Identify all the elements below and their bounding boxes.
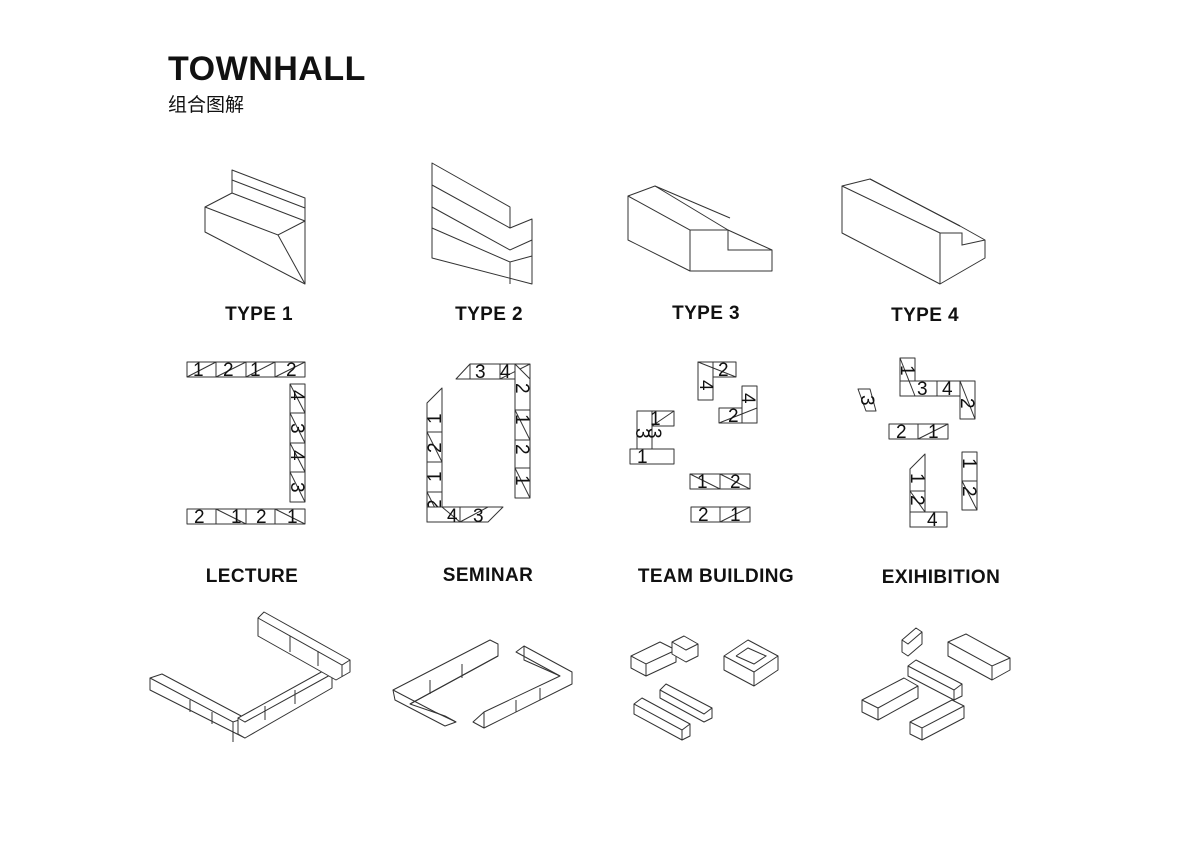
seminar-right-3: 2 (511, 444, 532, 455)
seminar-label: SEMINAR (442, 565, 534, 586)
team-e-2: 1 (730, 505, 741, 526)
lecture-bottom-3: 2 (256, 507, 267, 528)
exhibition-a-2: 3 (917, 379, 928, 400)
exhibition-d-1: 1 (906, 473, 927, 484)
team-b-2: 2 (728, 406, 739, 427)
team-c-2: 3 (631, 428, 652, 439)
team-c-3: 3 (643, 428, 664, 439)
lecture-top-1: 1 (193, 360, 204, 381)
seminar-right-2: 1 (511, 414, 532, 425)
team-e-1: 2 (698, 505, 709, 526)
exhibition-axon (861, 627, 1011, 741)
seminar-left-4: 2 (425, 499, 446, 510)
exhibition-a-1: 1 (896, 365, 917, 376)
type-1-label: TYPE 1 (225, 304, 293, 325)
type-3-label: TYPE 3 (672, 303, 740, 324)
team-a-2: 4 (695, 380, 716, 391)
exhibition-c-1: 2 (896, 422, 907, 443)
exhibition-d-3: 4 (927, 510, 938, 531)
page-title: TOWNHALL (168, 50, 366, 88)
seminar-top-1: 3 (475, 362, 486, 383)
lecture-bottom-4: 1 (287, 507, 298, 528)
team-building-plan: 2 4 4 2 1 3 3 1 1 2 2 1 (629, 360, 758, 526)
lecture-top-4: 2 (286, 360, 297, 381)
lecture-label: LECTURE (205, 566, 299, 587)
seminar-top-2: 4 (500, 362, 511, 383)
type-1-block (204, 169, 306, 285)
seminar-bottom-2: 3 (473, 506, 484, 527)
lecture-top-3: 1 (250, 360, 261, 381)
lecture-bottom-2: 1 (231, 507, 242, 528)
type-2-label: TYPE 2 (455, 304, 523, 325)
lecture-axon (149, 611, 351, 742)
exhibition-plan: 1 3 4 2 3 2 1 1 2 4 1 2 (856, 357, 979, 531)
seminar-right-1: 2 (511, 383, 532, 394)
type-4-block (841, 178, 986, 285)
exhibition-b-1: 3 (856, 395, 877, 406)
seminar-left-1: 1 (425, 413, 446, 424)
lecture-plan: 1 2 1 2 4 3 4 3 2 1 2 1 (186, 360, 307, 528)
team-d-2: 2 (730, 472, 741, 493)
exhibition-e-2: 2 (958, 486, 979, 497)
exhibition-label: EXIHIBITION (881, 567, 1001, 588)
team-building-axon (630, 635, 779, 741)
seminar-left-3: 1 (425, 471, 446, 482)
page-subtitle: 组合图解 (168, 94, 245, 116)
lecture-right-3: 4 (286, 450, 307, 461)
lecture-top-2: 2 (223, 360, 234, 381)
seminar-right-4: 1 (511, 475, 532, 486)
team-d-1: 1 (697, 472, 708, 493)
team-b-1: 4 (737, 393, 758, 404)
exhibition-a-4: 2 (956, 398, 977, 409)
type-3-block (627, 185, 773, 272)
seminar-plan: 3 4 2 1 2 1 1 2 1 2 4 3 (425, 362, 532, 527)
team-c-4: 1 (637, 447, 648, 468)
exhibition-c-2: 1 (928, 422, 939, 443)
type-4-label: TYPE 4 (891, 305, 959, 326)
team-a-1: 2 (718, 360, 729, 381)
lecture-bottom-1: 2 (194, 507, 205, 528)
exhibition-d-2: 2 (906, 495, 927, 506)
seminar-axon (392, 639, 573, 729)
team-building-label: TEAM BUILDING (637, 566, 795, 587)
exhibition-a-3: 4 (942, 379, 953, 400)
exhibition-e-1: 1 (958, 458, 979, 469)
seminar-bottom-1: 4 (447, 506, 458, 527)
team-c-1: 1 (650, 409, 661, 430)
lecture-right-4: 3 (286, 482, 307, 493)
seminar-left-2: 2 (425, 442, 446, 453)
type-2-block (431, 162, 533, 285)
lecture-right-2: 3 (286, 423, 307, 434)
lecture-right-1: 4 (286, 390, 307, 401)
